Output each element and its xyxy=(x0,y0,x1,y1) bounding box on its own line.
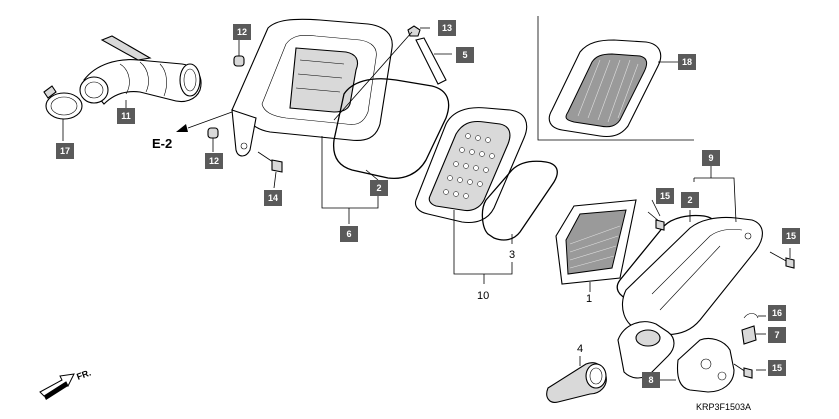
svg-text:FR.: FR. xyxy=(75,368,92,382)
front-direction-arrow: FR. xyxy=(39,368,92,400)
bolt-14-part xyxy=(257,151,283,189)
callout-16: 16 xyxy=(768,305,786,321)
ref-e2-arrow xyxy=(187,111,233,129)
svg-text:16: 16 xyxy=(772,308,782,318)
svg-text:7: 7 xyxy=(774,330,779,340)
svg-text:6: 6 xyxy=(346,229,351,239)
joint-assembly-part xyxy=(617,321,735,393)
drain-tube-part xyxy=(415,37,452,85)
callout-11: 11 xyxy=(117,108,135,124)
callout-6: 6 xyxy=(340,226,358,242)
svg-text:2: 2 xyxy=(376,183,381,193)
screw-15-right-part xyxy=(769,248,795,269)
svg-text:12: 12 xyxy=(237,27,247,37)
label-3: 3 xyxy=(509,249,515,261)
diagram-code: KRP3F1503A xyxy=(696,402,751,412)
bracket-10-lines xyxy=(453,210,513,275)
label-1: 1 xyxy=(586,293,592,305)
svg-text:13: 13 xyxy=(442,23,452,33)
callout-2-left: 2 xyxy=(370,180,388,196)
clip-16-part xyxy=(743,313,766,319)
air-cleaner-case-part xyxy=(231,18,393,157)
bracket-6-lines xyxy=(321,136,379,209)
screw-15-upper-part xyxy=(647,199,665,231)
svg-text:15: 15 xyxy=(772,363,782,373)
svg-text:5: 5 xyxy=(462,50,467,60)
plug-7-part xyxy=(741,325,766,345)
callout-12-lower: 12 xyxy=(205,153,223,169)
cleaner-cover-part xyxy=(622,216,763,336)
seal-2-left-part xyxy=(332,78,450,181)
callout-15-right: 15 xyxy=(782,228,800,244)
callout-15-lower: 15 xyxy=(768,360,786,376)
grommet-upper-part xyxy=(233,38,245,67)
label-4: 4 xyxy=(577,343,583,355)
callout-17: 17 xyxy=(56,143,74,159)
callout-14: 14 xyxy=(264,190,282,206)
inset-element-part xyxy=(548,39,678,138)
inset-frame xyxy=(537,16,694,141)
callout-13: 13 xyxy=(438,20,456,36)
callout-8: 8 xyxy=(642,372,660,388)
reference-e2: E-2 xyxy=(152,136,172,151)
element-seal-3-part xyxy=(481,160,558,244)
screw-15-lower-part xyxy=(733,363,766,379)
svg-text:2: 2 xyxy=(687,195,692,205)
screw-13-part xyxy=(407,25,430,37)
svg-text:9: 9 xyxy=(708,153,713,163)
svg-text:8: 8 xyxy=(648,375,653,385)
grommet-lower-part xyxy=(207,127,219,152)
svg-text:15: 15 xyxy=(786,231,796,241)
svg-text:18: 18 xyxy=(682,57,692,67)
callout-5: 5 xyxy=(456,47,474,63)
callout-2-right: 2 xyxy=(681,192,699,208)
callout-9: 9 xyxy=(702,150,720,166)
intake-duct-part xyxy=(79,35,202,108)
svg-text:14: 14 xyxy=(268,193,278,203)
label-10: 10 xyxy=(477,290,489,302)
svg-text:11: 11 xyxy=(121,111,131,121)
callout-12-upper: 12 xyxy=(233,24,251,40)
callout-15-upper: 15 xyxy=(656,188,674,204)
joint-tube-part xyxy=(546,356,607,403)
element-assembly-part xyxy=(414,107,528,224)
bracket-9-lines xyxy=(693,177,737,223)
svg-text:15: 15 xyxy=(660,191,670,201)
filter-element-part xyxy=(555,199,637,292)
callout-18: 18 xyxy=(678,54,696,70)
svg-text:12: 12 xyxy=(209,156,219,166)
hose-clamp-part xyxy=(43,85,83,141)
svg-text:17: 17 xyxy=(60,146,70,156)
callout-7: 7 xyxy=(768,327,786,343)
